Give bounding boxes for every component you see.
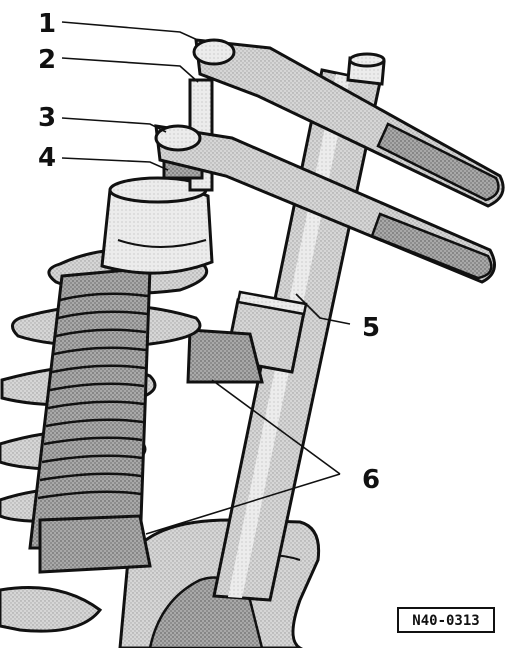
callout-4: 4 [38, 143, 56, 173]
reference-code-label: N40-0313 [412, 613, 479, 629]
leader-lines [61, 21, 351, 535]
callout-2: 2 [38, 45, 56, 75]
lower-spring-seat [0, 514, 152, 633]
leader-line-6b [145, 473, 341, 535]
lower-handle-arm [154, 124, 496, 284]
callout-6: 6 [362, 465, 380, 495]
reference-code-box: N40-0313 [397, 607, 495, 633]
leader-line-5 [295, 293, 351, 325]
callout-3: 3 [38, 103, 56, 133]
leader-line-2 [61, 57, 199, 83]
compressor-collar [186, 290, 308, 384]
leader-line-4 [61, 157, 169, 171]
bump-stop [100, 176, 214, 275]
leader-line-1 [61, 21, 203, 43]
callout-1: 1 [38, 9, 56, 39]
leader-line-6a [211, 379, 341, 475]
upper-handle-arm [192, 38, 505, 208]
leader-line-3 [61, 117, 167, 133]
callout-5: 5 [362, 313, 380, 343]
